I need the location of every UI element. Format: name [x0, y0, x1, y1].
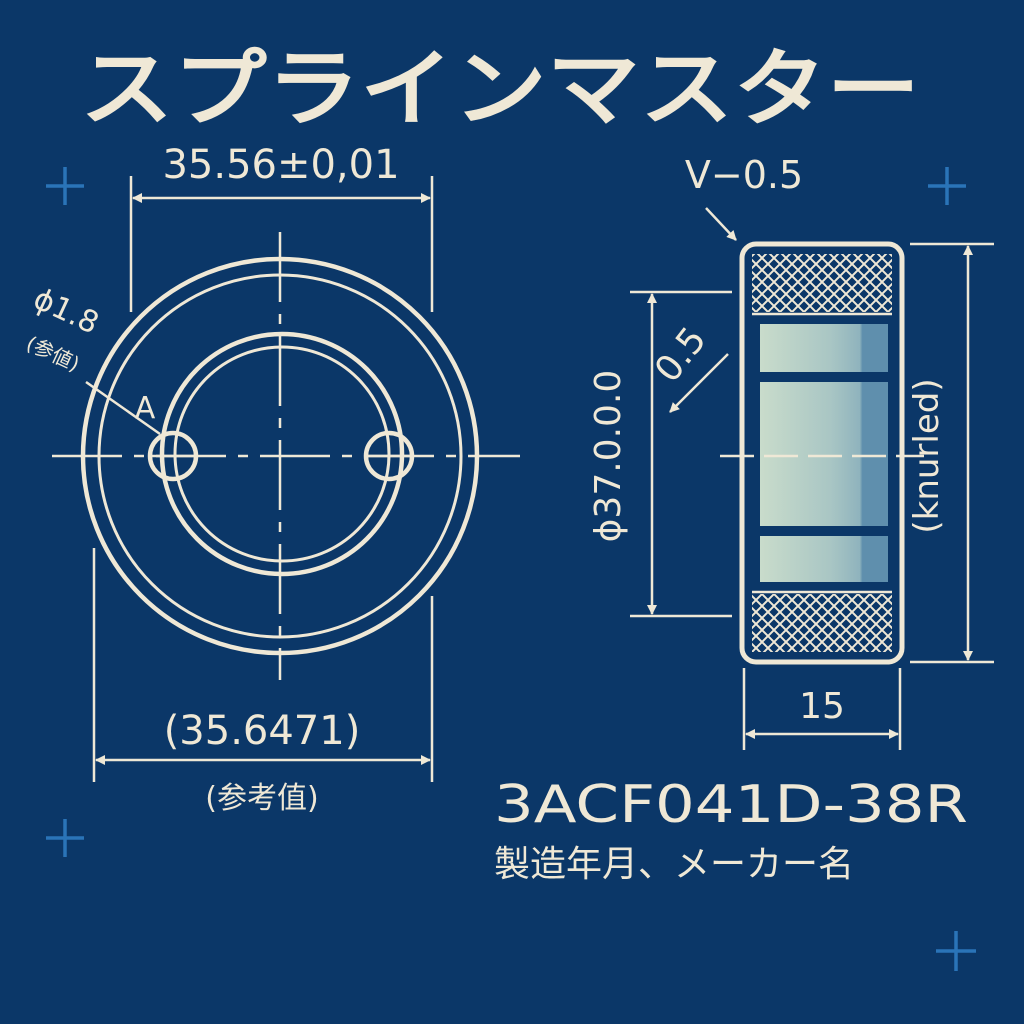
width-label: 15: [799, 686, 845, 727]
front-view: 35.56±0,01 ϕ1.8 (参値) A (35.6471) (参考值): [23, 142, 520, 816]
corner-crosses: [46, 167, 976, 971]
inner-chamfer-label: 0.5: [647, 320, 715, 390]
reference-dimension-note: (参考值): [205, 781, 318, 816]
chamfer-label: V−0.5: [685, 153, 803, 197]
point-a-label: A: [135, 391, 156, 426]
band-2: [760, 382, 888, 526]
hole-diameter-label: ϕ1.8: [28, 281, 104, 341]
inner-bore-inner: [173, 345, 391, 563]
marking-note: 製造年月、メーカー名: [494, 844, 854, 885]
cross-mark-icon: [46, 167, 84, 205]
band-1: [760, 324, 888, 372]
gear-body-outline: [739, 241, 905, 665]
band-3: [760, 536, 888, 582]
hole-diameter-note: (参値): [23, 331, 84, 376]
cross-mark-icon: [928, 167, 966, 205]
cross-mark-icon: [46, 819, 84, 857]
top-dimension-label: 35.56±0,01: [162, 142, 399, 188]
outer-ring-inner: [97, 273, 463, 639]
page-title: スプラインマスター: [80, 40, 920, 138]
inner-bore-outer: [159, 331, 405, 577]
cross-mark-icon: [936, 931, 976, 971]
side-view: V−0.5 0.5 ϕ37.0.0.0 (knurled) 15: [588, 153, 994, 750]
knurl-bottom: [752, 594, 892, 652]
reference-dimension-label: (35.6471): [164, 708, 361, 754]
hole-leader-line: [85, 380, 161, 436]
knurled-label: (knurled): [907, 378, 947, 533]
diameter-label: ϕ37.0.0.0: [588, 370, 629, 543]
outer-ring-outer: [80, 256, 480, 656]
knurl-top: [752, 254, 892, 312]
inner-chamfer-arrow: [669, 353, 729, 413]
part-number: 3ACF041D-38R: [494, 775, 968, 835]
chamfer-leader-arrow: [705, 207, 737, 241]
